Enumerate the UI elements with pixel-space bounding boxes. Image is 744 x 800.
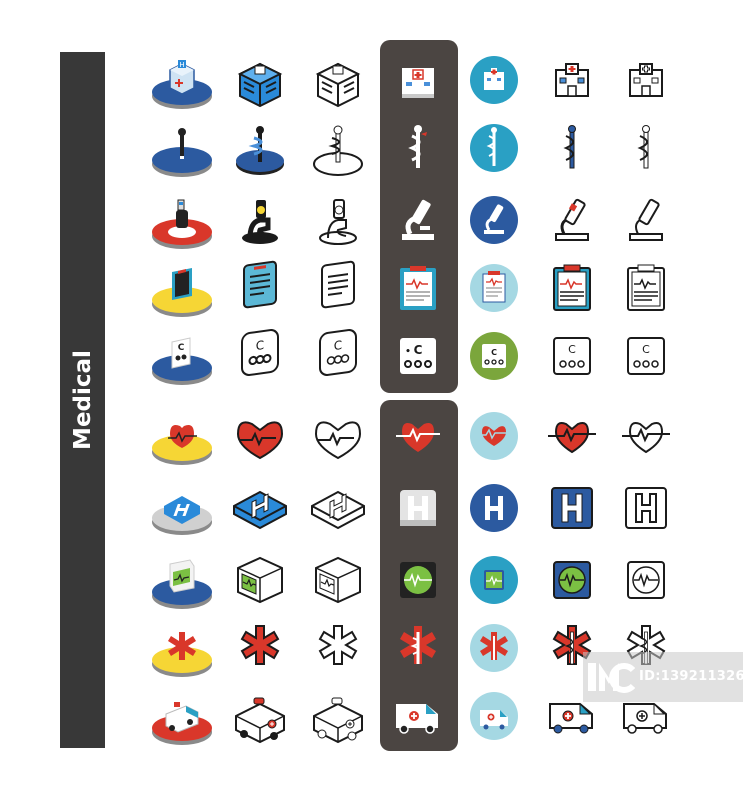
hospital-icon: H: [150, 48, 214, 112]
svg-text:C: C: [491, 348, 497, 357]
heartbeat-icon: [540, 404, 604, 468]
svg-text:C: C: [256, 338, 264, 353]
ambulance-icon: [462, 684, 526, 748]
medical-report-icon: [614, 256, 678, 320]
monitor-icon: [540, 548, 604, 612]
watermark-text: ID:139211326: [639, 669, 744, 684]
eye-chart-icon: C: [306, 324, 370, 388]
heartbeat-icon: [462, 404, 526, 468]
medical-report-icon: [228, 256, 292, 320]
medical-report-icon: [386, 256, 450, 320]
monitor-icon: [306, 548, 370, 612]
medical-report-icon: [462, 256, 526, 320]
ambulance-icon: [540, 684, 604, 748]
sidebar-title: Medical: [69, 350, 96, 450]
svg-text:C: C: [414, 343, 423, 357]
watermark: ID:139211326: [583, 652, 744, 702]
hospital-icon: [306, 48, 370, 112]
svg-text:C: C: [642, 343, 650, 356]
hospital-icon: [386, 48, 450, 112]
monitor-icon: [386, 548, 450, 612]
monitor-icon: [614, 548, 678, 612]
hospital-sign-icon: [540, 476, 604, 540]
star-of-life-icon: [306, 616, 370, 680]
ambulance-icon: [306, 684, 370, 748]
eye-chart-icon: C: [150, 324, 214, 388]
caduceus-icon: [614, 116, 678, 180]
eye-chart-icon: C: [614, 324, 678, 388]
hospital-icon: [462, 48, 526, 112]
hospital-icon: [540, 48, 604, 112]
star-of-life-icon: [540, 616, 604, 680]
ambulance-icon: [150, 684, 214, 748]
svg-text:H: H: [179, 61, 184, 69]
monitor-icon: [228, 548, 292, 612]
eye-chart-icon: C: [540, 324, 604, 388]
eye-chart-icon: C•: [386, 324, 450, 388]
microscope-icon: [306, 188, 370, 252]
microscope-icon: [386, 188, 450, 252]
sidebar-bar: [60, 52, 105, 748]
caduceus-icon: [306, 116, 370, 180]
heartbeat-icon: [228, 404, 292, 468]
hospital-icon: [228, 48, 292, 112]
microscope-icon: [150, 188, 214, 252]
medical-report-icon: [150, 256, 214, 320]
hospital-sign-icon: [386, 476, 450, 540]
hospital-sign-icon: [462, 476, 526, 540]
hospital-sign-icon: [306, 476, 370, 540]
heartbeat-icon: [306, 404, 370, 468]
monitor-icon: [462, 548, 526, 612]
watermark-logo: [587, 660, 636, 698]
svg-text:C: C: [568, 343, 576, 356]
caduceus-icon: [228, 116, 292, 180]
eye-chart-icon: C: [228, 324, 292, 388]
svg-text:C: C: [178, 343, 185, 353]
heartbeat-icon: [386, 404, 450, 468]
star-of-life-icon: [386, 616, 450, 680]
star-of-life-icon: [228, 616, 292, 680]
ambulance-icon: [386, 684, 450, 748]
microscope-icon: [540, 188, 604, 252]
caduceus-icon: [386, 116, 450, 180]
hospital-sign-icon: [150, 476, 214, 540]
caduceus-icon: [540, 116, 604, 180]
heartbeat-icon: [614, 404, 678, 468]
medical-report-icon: [306, 256, 370, 320]
hospital-sign-icon: [228, 476, 292, 540]
microscope-icon: [462, 188, 526, 252]
ambulance-icon: [228, 684, 292, 748]
microscope-icon: [614, 188, 678, 252]
hospital-sign-icon: [614, 476, 678, 540]
microscope-icon: [228, 188, 292, 252]
caduceus-icon: [150, 116, 214, 180]
svg-text:•: •: [405, 347, 411, 357]
medical-report-icon: [540, 256, 604, 320]
star-of-life-icon: [462, 616, 526, 680]
monitor-icon: [150, 548, 214, 612]
eye-chart-icon: C: [462, 324, 526, 388]
caduceus-icon: [462, 116, 526, 180]
heartbeat-icon: [150, 404, 214, 468]
star-of-life-icon: [150, 616, 214, 680]
ambulance-icon: [614, 684, 678, 748]
svg-text:C: C: [334, 338, 342, 353]
hospital-icon: [614, 48, 678, 112]
